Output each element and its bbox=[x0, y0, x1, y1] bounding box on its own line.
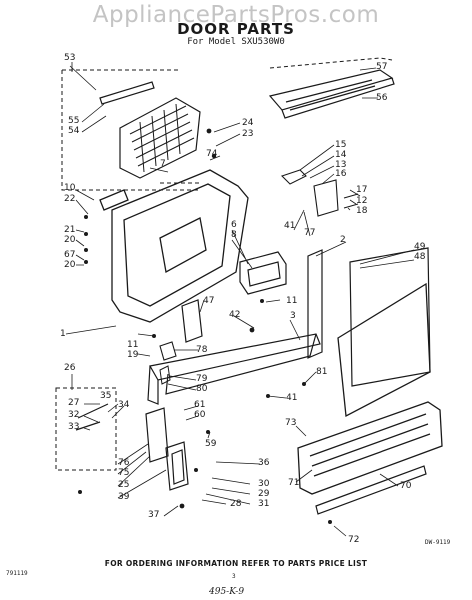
box-filter-group bbox=[61, 69, 200, 191]
callout: 33 bbox=[68, 422, 80, 432]
ordering-footer: FOR ORDERING INFORMATION REFER TO PARTS … bbox=[104, 559, 368, 568]
lock-part bbox=[159, 341, 177, 361]
page-number: 3 bbox=[232, 573, 236, 580]
callout: 57 bbox=[376, 62, 388, 72]
bracket bbox=[181, 299, 203, 343]
callout: 71 bbox=[288, 478, 300, 488]
callout: 3 bbox=[290, 311, 296, 321]
callout: 48 bbox=[414, 252, 426, 262]
callout: 29 bbox=[258, 489, 270, 499]
bottom-frame bbox=[147, 333, 321, 405]
lock-part-2 bbox=[159, 365, 171, 385]
callout: 47 bbox=[203, 296, 215, 306]
callout: 11 bbox=[127, 340, 139, 350]
page-title: DOOR PARTS bbox=[177, 20, 295, 38]
callout: 22 bbox=[64, 194, 76, 204]
callout: 67 bbox=[64, 250, 76, 260]
callout: 70 bbox=[400, 481, 412, 491]
callout: 31 bbox=[258, 499, 270, 509]
callout: 16 bbox=[335, 169, 347, 179]
callout: 13 bbox=[335, 160, 347, 170]
upper-bar bbox=[99, 81, 155, 105]
callout: 60 bbox=[194, 410, 206, 420]
callout: 12 bbox=[356, 196, 368, 206]
callout: 24 bbox=[242, 118, 254, 128]
callout: 8 bbox=[231, 230, 237, 240]
latch-rod bbox=[75, 403, 109, 431]
callout: 23 bbox=[242, 129, 254, 139]
callout: 2 bbox=[340, 235, 346, 245]
callout: 28 bbox=[230, 499, 242, 509]
outer-panel-frame bbox=[349, 247, 431, 387]
print-code: 791119 bbox=[6, 570, 28, 577]
callout: 59 bbox=[205, 439, 217, 449]
callout: 53 bbox=[64, 53, 76, 63]
callout: 20 bbox=[64, 235, 76, 245]
callout: 76 bbox=[118, 458, 130, 468]
callout: 34 bbox=[118, 400, 130, 410]
callout: 19 bbox=[127, 350, 139, 360]
callout: 20 bbox=[64, 260, 76, 270]
dispenser bbox=[239, 251, 287, 295]
callout: 80 bbox=[196, 384, 208, 394]
grille-panel bbox=[119, 97, 201, 179]
callout: 26 bbox=[64, 363, 76, 373]
callout: 18 bbox=[356, 206, 368, 216]
callout: 36 bbox=[258, 458, 270, 468]
callout: 35 bbox=[100, 391, 112, 401]
callout: 79 bbox=[196, 374, 208, 384]
outer-panel bbox=[337, 282, 431, 418]
callout: 10 bbox=[64, 183, 76, 193]
callout: 54 bbox=[68, 126, 80, 136]
callout: 56 bbox=[376, 93, 388, 103]
side-trim bbox=[307, 249, 323, 359]
latch-assembly bbox=[280, 169, 359, 217]
leader-lines bbox=[65, 62, 415, 537]
callout: 32 bbox=[68, 410, 80, 420]
callout: 78 bbox=[196, 345, 208, 355]
callout: 75 bbox=[118, 468, 130, 478]
callout: 21 bbox=[64, 225, 76, 235]
callout: 41 bbox=[284, 221, 296, 231]
callout: 73 bbox=[285, 418, 297, 428]
callout: 72 bbox=[348, 535, 360, 545]
callout: 41 bbox=[286, 393, 298, 403]
callout: 74 bbox=[206, 149, 218, 159]
callout: 77 bbox=[304, 228, 316, 238]
callout: 1 bbox=[60, 329, 66, 339]
callout: 55 bbox=[68, 116, 80, 126]
diagram-code: DW-9119 bbox=[425, 539, 451, 546]
box-vent-group bbox=[269, 57, 393, 69]
model-subtitle: For Model SXU530W0 bbox=[187, 37, 285, 47]
callout: 25 bbox=[118, 480, 130, 490]
vent-strip bbox=[268, 69, 395, 119]
callout: 49 bbox=[414, 242, 426, 252]
callout: 6 bbox=[231, 220, 237, 230]
switch-box bbox=[145, 407, 189, 491]
fasteners bbox=[78, 128, 332, 524]
callout: 14 bbox=[335, 150, 347, 160]
callout: 7 bbox=[160, 159, 166, 169]
callout: 11 bbox=[286, 296, 298, 306]
callout: 17 bbox=[356, 185, 368, 195]
callout: 61 bbox=[194, 400, 206, 410]
box-latch-group bbox=[55, 387, 117, 471]
callout: 42 bbox=[229, 310, 241, 320]
handwritten-note: 495-K-9 bbox=[209, 587, 245, 597]
callout: 27 bbox=[68, 398, 80, 408]
inner-door-panel bbox=[99, 169, 249, 323]
callout: 39 bbox=[118, 492, 130, 502]
callout: 15 bbox=[335, 140, 347, 150]
callout: 30 bbox=[258, 479, 270, 489]
watermark: AppliancePartsPros.com bbox=[92, 2, 380, 28]
kick-plate bbox=[297, 401, 443, 495]
callout: 81 bbox=[316, 367, 328, 377]
callout: 37 bbox=[148, 510, 160, 520]
